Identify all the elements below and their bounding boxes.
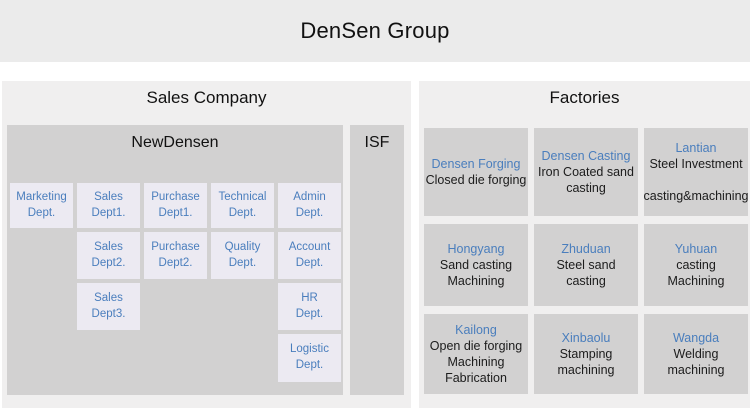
dept-box-logistic: Logistic Dept. [278,334,341,382]
factory-box-xinbaolu: Xinbaolu Stamping machining [534,314,638,394]
factory-name: Zhuduan [561,241,611,256]
factory-description: Steel Investment casting&machining [643,156,749,204]
page-title: DenSen Group [300,18,450,43]
factory-box-wangda: Wangda Welding machining [644,314,748,394]
factory-box-lantian: Lantian Steel Investment casting&machini… [644,128,748,216]
group-header-band: DenSen Group [0,0,750,62]
isf-label: ISF [364,134,390,151]
factories-panel: Factories Densen Forging Closed die forg… [419,81,750,408]
sales-company-title: Sales Company [146,88,267,107]
factory-description: Iron Coated sand casting [538,164,634,196]
factory-box-kailong: Kailong Open die forging Machining Fabri… [424,314,528,394]
dept-box-hr: HR Dept. [278,283,341,330]
factory-description: Welding machining [667,346,725,378]
factory-name: Kailong [455,322,497,337]
dept-box-account: Account Dept. [278,232,341,279]
sales-company-panel: Sales Company NewDensen Marketing Dept. … [2,81,411,408]
factory-name: Xinbaolu [561,330,611,345]
factory-grid: Densen Forging Closed die forging Densen… [424,128,748,394]
factory-name: Densen Casting [541,148,631,163]
newdensen-container: NewDensen Marketing Dept. Sales Dept1. P… [7,125,343,395]
dept-box-quality: Quality Dept. [211,232,274,279]
dept-box-purchase2: Purchase Dept2. [144,232,207,279]
department-grid: Marketing Dept. Sales Dept1. Purchase De… [10,183,341,382]
dept-box-sales1: Sales Dept1. [77,183,140,228]
factory-name: Lantian [675,140,717,155]
factory-name: Hongyang [447,241,505,256]
factory-box-zhuduan: Zhuduan Steel sand casting [534,224,638,306]
factory-box-yuhuan: Yuhuan casting Machining [644,224,748,306]
factory-description: Sand casting Machining [439,257,513,289]
factory-name: Yuhuan [674,241,718,256]
factory-box-hongyang: Hongyang Sand casting Machining [424,224,528,306]
dept-box-technical: Technical Dept. [211,183,274,228]
isf-container: ISF [350,125,404,395]
dept-box-sales2: Sales Dept2. [77,232,140,279]
factory-name: Densen Forging [431,156,521,171]
factory-box-densen-forging: Densen Forging Closed die forging [424,128,528,216]
newdensen-label: NewDensen [131,134,219,151]
factory-name: Wangda [672,330,720,345]
factory-box-densen-casting: Densen Casting Iron Coated sand casting [534,128,638,216]
factory-description: casting Machining [667,257,725,289]
dept-box-marketing: Marketing Dept. [10,183,73,228]
factory-description: Open die forging Machining Fabrication [429,338,523,386]
factory-description: Stamping machining [557,346,615,378]
dept-box-sales3: Sales Dept3. [77,283,140,330]
factory-description: Steel sand casting [556,257,616,289]
factories-title: Factories [549,88,620,107]
dept-box-admin: Admin Dept. [278,183,341,228]
dept-box-purchase1: Purchase Dept1. [144,183,207,228]
factory-description: Closed die forging [425,173,527,187]
